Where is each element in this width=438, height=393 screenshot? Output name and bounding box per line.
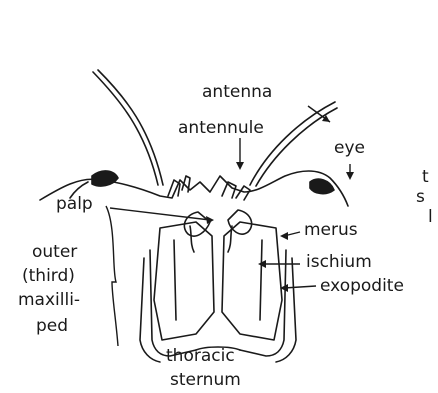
label-antenna: antenna — [202, 84, 272, 101]
label-outer: outer — [32, 244, 77, 261]
cut-text-line-3: l — [428, 207, 433, 227]
label-eye: eye — [334, 140, 365, 157]
label-sternum: sternum — [170, 372, 241, 389]
label-third: (third) — [22, 268, 75, 285]
right-antennule — [222, 182, 250, 200]
right-eye — [310, 179, 334, 193]
label-thoracic: thoracic — [166, 348, 235, 365]
label-ped: ped — [36, 318, 68, 335]
label-exopodite: exopodite — [320, 278, 404, 295]
label-merus: merus — [304, 222, 358, 239]
cut-text-line-2: s — [416, 187, 425, 207]
palps — [184, 210, 251, 252]
label-palp: palp — [56, 196, 93, 213]
left-antenna — [93, 70, 163, 185]
label-antennule: antennule — [178, 120, 264, 137]
label-ischium: ischium — [306, 254, 372, 271]
left-maxilliped — [140, 222, 214, 362]
label-maxilli: maxilli- — [18, 292, 80, 309]
right-maxilliped — [222, 222, 296, 362]
cut-text-line-1: t — [422, 167, 429, 187]
